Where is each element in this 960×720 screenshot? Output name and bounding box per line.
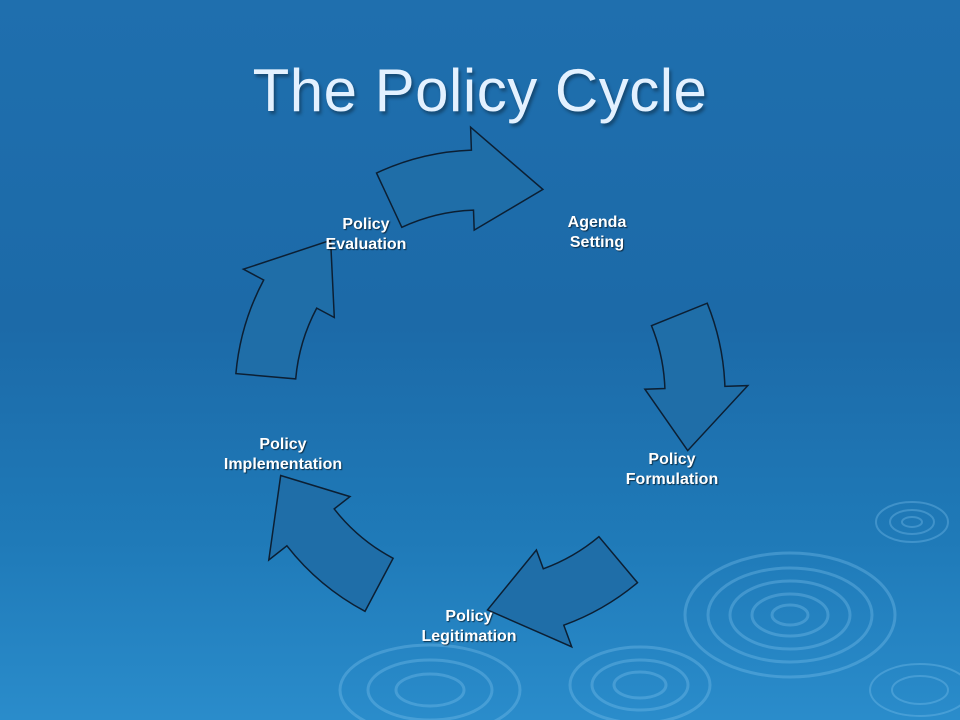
cycle-arrow-5 xyxy=(235,239,336,380)
stage-line2: Formulation xyxy=(625,471,719,488)
stage-line1: Policy xyxy=(342,216,390,233)
cycle-arrow-4 xyxy=(267,474,395,613)
stage-line2: Legitimation xyxy=(421,628,517,645)
stage-policy-implementation: Policy Implementation xyxy=(224,435,342,475)
stage-line1: Policy xyxy=(445,608,493,625)
stage-policy-evaluation: Policy Evaluation xyxy=(326,215,407,255)
stage-line2: Implementation xyxy=(223,456,343,473)
cycle-arrow-2 xyxy=(643,302,750,452)
stage-line1: Policy xyxy=(648,451,696,468)
stage-policy-legitimation: Policy Legitimation xyxy=(421,607,516,647)
stage-line1: Agenda xyxy=(567,214,627,231)
stage-policy-formulation: Policy Formulation xyxy=(626,450,718,490)
stage-line1: Policy xyxy=(259,436,307,453)
slide-title: The Policy Cycle xyxy=(252,57,708,124)
cycle-arrows xyxy=(235,125,750,649)
stage-line2: Evaluation xyxy=(325,236,407,253)
cycle-arrow-3 xyxy=(486,535,639,649)
stage-line2: Setting xyxy=(569,234,625,251)
cycle-arrow-1 xyxy=(375,125,545,232)
stage-agenda-setting: Agenda Setting xyxy=(568,213,627,253)
